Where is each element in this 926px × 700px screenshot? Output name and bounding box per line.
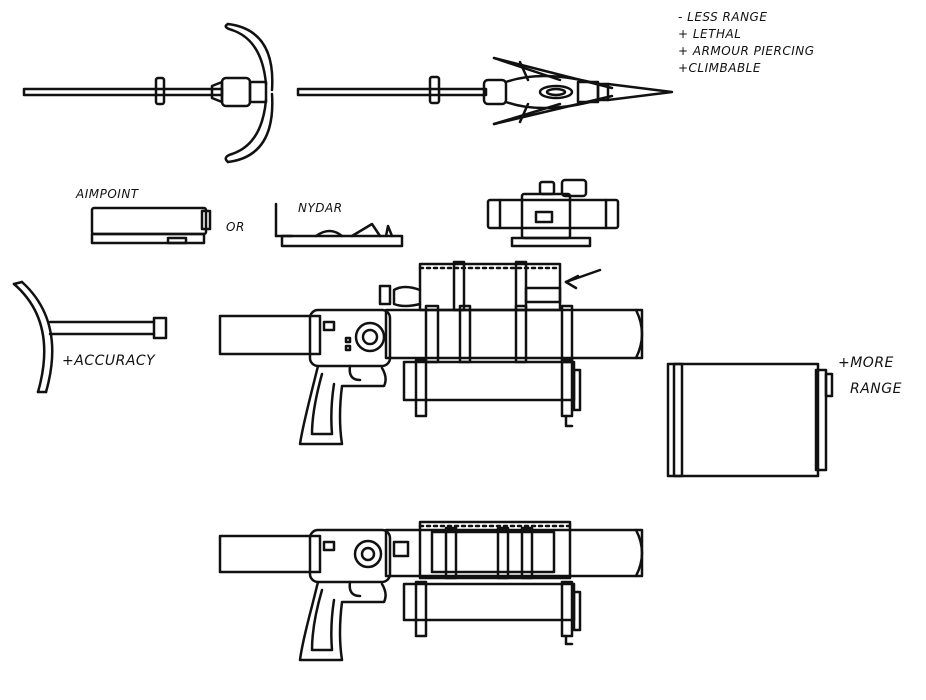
spear-note-climbable: +CLIMBABLE xyxy=(678,61,761,75)
spear-note-lethal: + LETHAL xyxy=(678,27,742,41)
nydar-sight-sketch xyxy=(276,204,402,246)
more-range-label-line2: RANGE xyxy=(850,381,902,397)
or-label: OR xyxy=(226,220,245,234)
spear-note-less-range: - LESS RANGE xyxy=(678,10,768,24)
red-dot-scope-sketch xyxy=(488,180,618,246)
spear-projectile-sketch xyxy=(298,58,672,124)
nydar-label: NYDAR xyxy=(298,201,343,215)
launcher-with-scope-sketch xyxy=(220,262,642,444)
aimpoint-sight-sketch xyxy=(92,208,210,243)
spear-notes-list: - LESS RANGE + LETHAL + ARMOUR PIERCING … xyxy=(678,9,815,77)
grapple-hook-projectile-sketch xyxy=(24,24,272,162)
aimpoint-label: AIMPOINT xyxy=(76,187,139,201)
extended-canister-sketch xyxy=(668,364,832,476)
shoulder-brace-sketch xyxy=(14,282,166,392)
accuracy-label: +ACCURACY xyxy=(62,353,156,369)
launcher-compact-sketch xyxy=(220,522,642,660)
spear-note-armour-piercing: + ARMOUR PIERCING xyxy=(678,44,815,58)
more-range-label-line1: +MORE xyxy=(838,355,894,371)
